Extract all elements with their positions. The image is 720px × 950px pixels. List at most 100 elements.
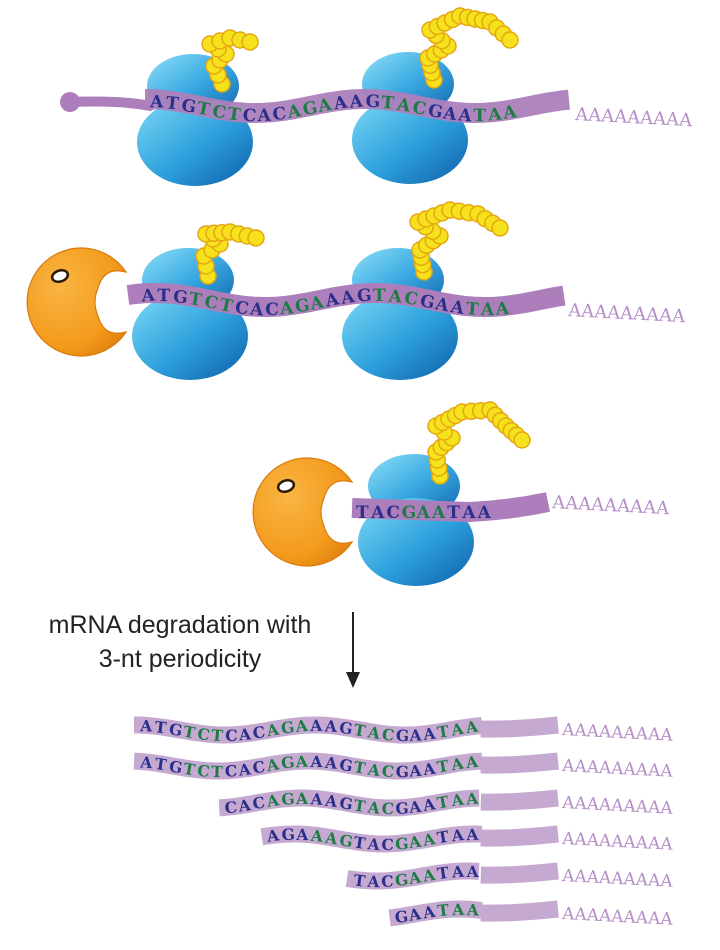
nucleotide-letter: C — [203, 292, 220, 314]
nucleotide-letter: G — [338, 755, 354, 776]
peptide-bead — [241, 33, 259, 51]
nucleotide-letter: T — [352, 870, 366, 890]
nucleotide-letter: A — [406, 867, 423, 888]
nucleotide-letter: G — [395, 834, 410, 854]
nucleotide-letter: A — [466, 862, 480, 881]
nucleotide-letter: A — [366, 797, 382, 818]
nucleotide-letter: C — [411, 98, 428, 120]
peptide-bead — [513, 431, 531, 449]
nucleotide-letter: A — [464, 752, 480, 773]
nucleotide-letter: T — [211, 725, 225, 745]
nucleotide-letter: G — [402, 503, 417, 523]
nucleotide-letter: A — [407, 797, 423, 817]
nucleotide-letter: T — [436, 756, 451, 777]
nucleotide-letter: G — [366, 92, 381, 112]
nucleotide-letter: A — [264, 790, 281, 811]
nucleotide-letter: A — [420, 829, 437, 850]
nucleotide-letter: T — [157, 286, 170, 306]
nucleotide-letter: G — [280, 789, 295, 809]
nucleotide-letter: A — [366, 834, 382, 854]
nucleotide-letter: A — [139, 752, 154, 772]
fragment-strand — [218, 789, 480, 817]
nucleotide-letter: A — [309, 826, 325, 846]
nucleotide-letter: A — [139, 716, 154, 735]
fragment-tail-band — [480, 789, 559, 811]
peptide-chain-5 — [427, 401, 531, 485]
mrna-strand-band — [126, 283, 566, 317]
nucleotide-letter: G — [396, 762, 410, 781]
poly-a-tail: AAAAAAAAA — [567, 300, 687, 327]
nucleotide-letter: G — [168, 719, 184, 740]
nucleotide-letter: A — [236, 795, 253, 816]
exonuclease-2 — [252, 457, 354, 567]
nucleotide-letter: T — [436, 792, 451, 813]
nucleotide-letter: T — [352, 795, 367, 816]
nucleotide-letter: A — [441, 103, 459, 125]
exonuclease-eye — [276, 478, 296, 494]
mrna-strand-band — [351, 492, 551, 523]
nucleotide-letter: C — [225, 761, 238, 781]
nucleotide-letter: A — [421, 794, 438, 815]
nucleotide-letter: T — [195, 98, 212, 120]
nucleotide-letter: A — [407, 831, 423, 852]
exonuclease-body — [252, 457, 354, 567]
nucleotide-letter: A — [309, 789, 324, 809]
nucleotide-letter: C — [381, 835, 394, 854]
fragment-poly-a: AAAAAAAAA — [561, 720, 674, 746]
nucleotide-letter: A — [237, 724, 253, 744]
nucleotide-letter: A — [449, 753, 466, 774]
fragment-tail-band — [480, 900, 559, 922]
nucleotide-letter: A — [323, 791, 339, 812]
peptide-chain-2 — [419, 7, 519, 89]
nucleotide-letter: A — [323, 753, 339, 773]
fragment-tail-band — [480, 752, 559, 774]
nucleotide-letter: A — [278, 298, 295, 319]
nucleotide-letter: A — [421, 724, 437, 744]
nucleotide-letter: A — [431, 503, 446, 523]
peptide-chain-4 — [409, 201, 509, 281]
nucleotide-letter: A — [420, 865, 437, 886]
nucleotide-letter: A — [449, 790, 466, 811]
nucleotide-letter: G — [172, 287, 188, 308]
nucleotide-letter: T — [473, 106, 486, 126]
nucleotide-letter: G — [394, 870, 409, 890]
nucleotide-letter: T — [218, 295, 235, 317]
nucleotide-letter: A — [461, 503, 476, 523]
peptide-chain-1 — [201, 29, 259, 93]
nucleotide-letter: C — [251, 722, 266, 743]
nucleotide-letter: G — [338, 793, 354, 814]
nucleotide-letter: A — [264, 719, 281, 740]
nucleotide-letter: G — [394, 906, 410, 927]
mrna-strand-band — [145, 89, 570, 123]
nucleotide-letter: G — [418, 291, 436, 313]
nucleotide-letter: G — [180, 96, 198, 118]
poly-a-tail: AAAAAAAAA — [574, 104, 694, 131]
fragment-poly-a: AAAAAAAAA — [561, 829, 674, 855]
poly-a-tail: AAAAAAAAA — [551, 492, 671, 519]
nucleotide-letter: C — [242, 106, 257, 127]
ribosome-large-subunit — [132, 292, 248, 380]
nucleotide-letter: A — [348, 92, 365, 113]
nucleotide-letter: A — [295, 825, 309, 844]
exonuclease-eye — [50, 268, 70, 284]
exonuclease-1 — [26, 247, 128, 357]
nucleotide-letter: A — [501, 102, 519, 124]
nucleotide-letter: T — [436, 900, 450, 920]
nucleotide-letter: T — [182, 759, 197, 780]
nucleotide-letter: G — [301, 98, 319, 120]
nucleotide-letter: A — [449, 719, 466, 740]
